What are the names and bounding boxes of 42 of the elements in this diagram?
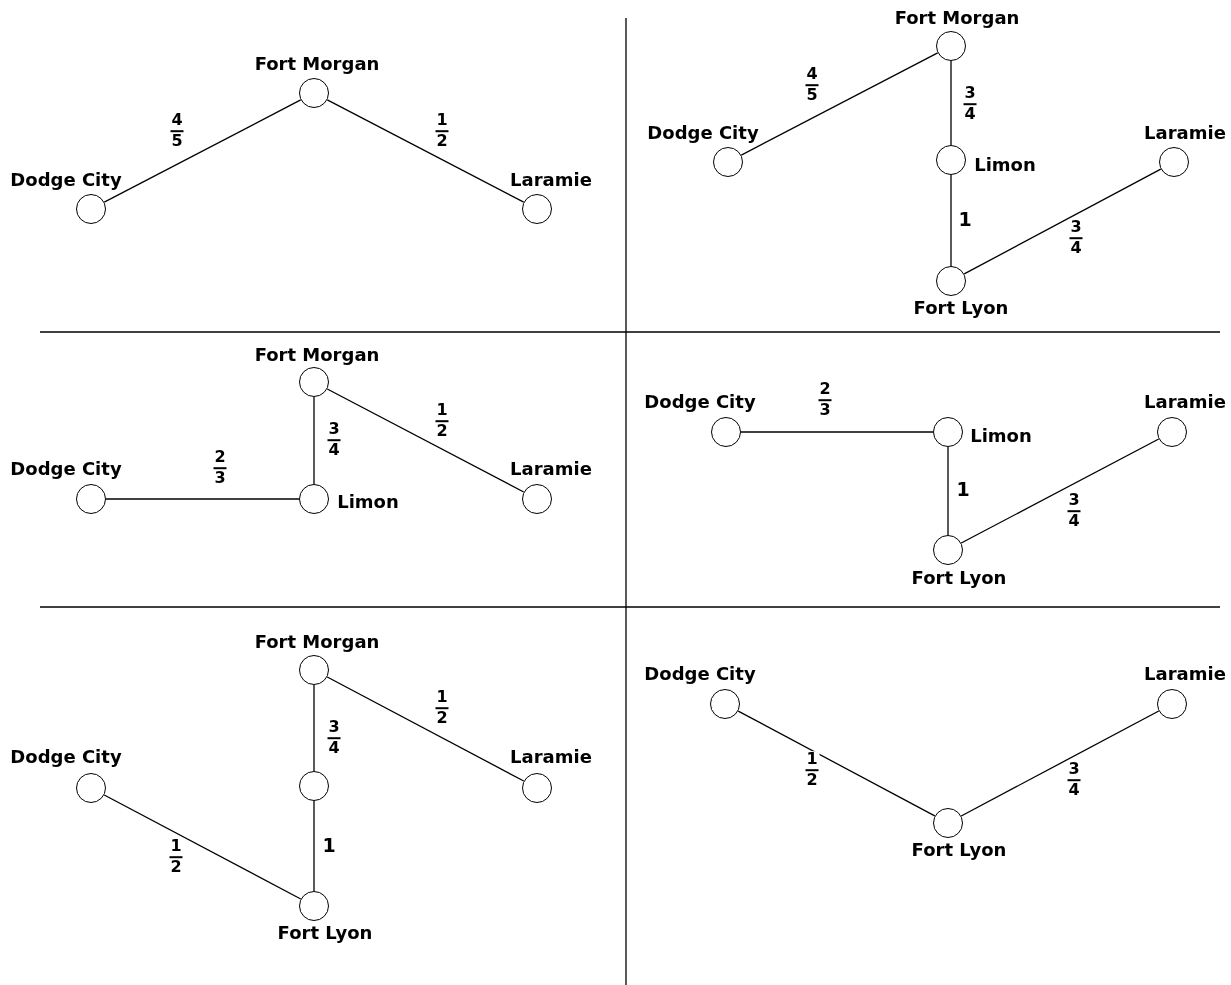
city-label: Fort Morgan <box>254 55 380 73</box>
connector-line <box>947 446 949 536</box>
city-label: Fort Morgan <box>254 346 380 364</box>
connector-line <box>950 174 952 267</box>
connector-line <box>737 710 936 817</box>
city-label: Dodge City <box>10 460 122 478</box>
connector-line <box>103 794 302 900</box>
city-label: Laramie <box>1144 393 1226 411</box>
connector-line <box>326 388 525 493</box>
city-label: Fort Lyon <box>911 841 1007 859</box>
city-label: Fort Morgan <box>254 633 380 651</box>
city-circle <box>299 771 329 801</box>
city-label: Dodge City <box>10 171 122 189</box>
connector-line <box>740 52 939 156</box>
city-label: Dodge City <box>644 665 756 683</box>
city-label: Fort Morgan <box>894 9 1020 27</box>
connector-line <box>326 99 525 203</box>
connector-line <box>326 676 525 782</box>
city-label: Laramie <box>510 748 592 766</box>
connector-line <box>313 684 315 772</box>
connector-line <box>960 438 1160 544</box>
city-label: Limon <box>974 156 1036 174</box>
city-label: Laramie <box>510 171 592 189</box>
city-label: Dodge City <box>647 124 759 142</box>
connector-line <box>313 396 315 485</box>
connector-line <box>105 498 300 500</box>
city-label: Laramie <box>510 460 592 478</box>
city-label: Limon <box>970 427 1032 445</box>
city-label: Dodge City <box>644 393 756 411</box>
connector-line <box>103 99 302 203</box>
city-label: Fort Lyon <box>277 924 373 942</box>
connector-line <box>963 168 1162 275</box>
city-label: Fort Lyon <box>913 299 1009 317</box>
connector-line <box>950 60 952 146</box>
city-label: Laramie <box>1144 124 1226 142</box>
city-label: Limon <box>337 493 399 511</box>
connector-line <box>313 800 315 892</box>
city-label: Laramie <box>1144 665 1226 683</box>
city-label: Dodge City <box>10 748 122 766</box>
city-label: Fort Lyon <box>911 569 1007 587</box>
connector-line <box>960 710 1160 817</box>
connector-line <box>740 431 934 433</box>
